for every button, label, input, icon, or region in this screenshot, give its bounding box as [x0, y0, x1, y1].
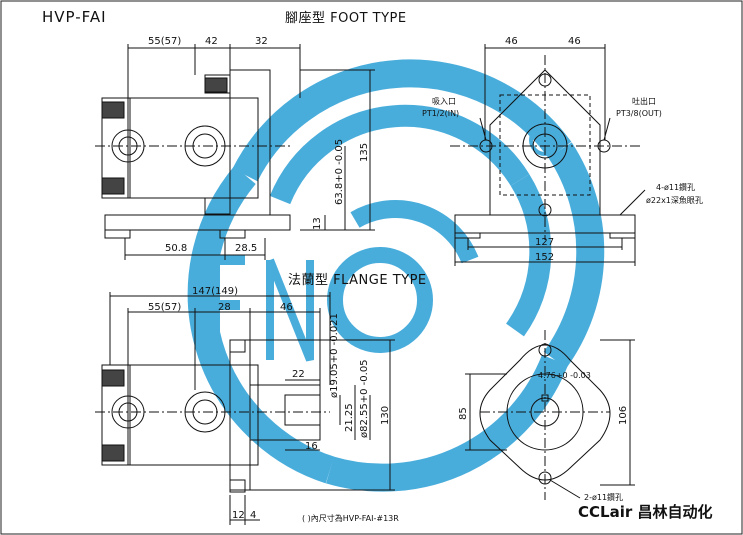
dim-key-width: 4.76+0 -0.03 — [538, 371, 591, 380]
inlet-label: 吸入口 — [432, 97, 456, 106]
outlet-label: 吐出口 — [632, 97, 656, 106]
dim-flange-top-3: 46 — [280, 302, 293, 313]
hole-note-flange: 2-ø11鑽孔 — [584, 493, 624, 502]
model-title: HVP-FAI — [42, 8, 107, 26]
flange-type-end-view — [465, 330, 635, 500]
foot-type-end-view — [450, 44, 646, 266]
dim-flange-2125: 21.25 — [344, 403, 355, 432]
brand-logo-text: CCLair 昌林自动化 — [578, 503, 713, 521]
dim-flange-total: 147(149) — [192, 286, 238, 297]
dim-end-106: 106 — [618, 405, 629, 425]
footnote: ( )內尺寸為HVP-FAI-#13R — [302, 514, 399, 523]
dim-flange-1905: ø19.05+0 -0.021 — [329, 313, 340, 398]
dim-foot-bottom-2: 28.5 — [235, 243, 258, 254]
dim-foot-135: 135 — [359, 142, 370, 162]
flange-type-header: 法蘭型 FLANGE TYPE — [288, 273, 427, 288]
dim-flange-16: 16 — [305, 441, 318, 452]
dim-flange-top-2: 28 — [218, 302, 231, 313]
dim-foot-13: 13 — [312, 217, 323, 230]
dim-foot-top-2: 42 — [205, 36, 218, 47]
dim-flange-12: 12 — [232, 510, 245, 521]
dim-flange-8255: ø82.55+0 -0.05 — [359, 359, 370, 438]
flange-type-side-view — [95, 292, 395, 525]
foot-type-side-view — [95, 44, 375, 260]
dim-flange-top-1: 55(57) — [148, 302, 182, 313]
inlet-thread: PT1/2(IN) — [422, 109, 460, 118]
dim-foot-top-3: 32 — [255, 36, 268, 47]
dim-flange-22: 22 — [292, 369, 305, 380]
dim-end-w-right: 46 — [568, 36, 581, 47]
hole-note-2: ø22x1深魚眼孔 — [646, 196, 703, 205]
outlet-thread: PT3/8(OUT) — [616, 109, 662, 118]
dim-end-152: 152 — [535, 252, 555, 263]
dim-end-127: 127 — [535, 237, 555, 248]
dim-foot-bottom-1: 50.8 — [165, 243, 188, 254]
dim-flange-130: 130 — [380, 405, 391, 425]
dim-end-w-left: 46 — [505, 36, 518, 47]
dim-flange-4: 4 — [250, 510, 257, 521]
foot-type-header: 腳座型 FOOT TYPE — [285, 11, 407, 26]
dim-end-85: 85 — [458, 407, 469, 420]
dim-foot-top-1: 55(57) — [148, 36, 182, 47]
dim-foot-63: 63.8+0 -0.05 — [334, 138, 345, 205]
hole-note-1: 4-ø11鑽孔 — [656, 183, 696, 192]
